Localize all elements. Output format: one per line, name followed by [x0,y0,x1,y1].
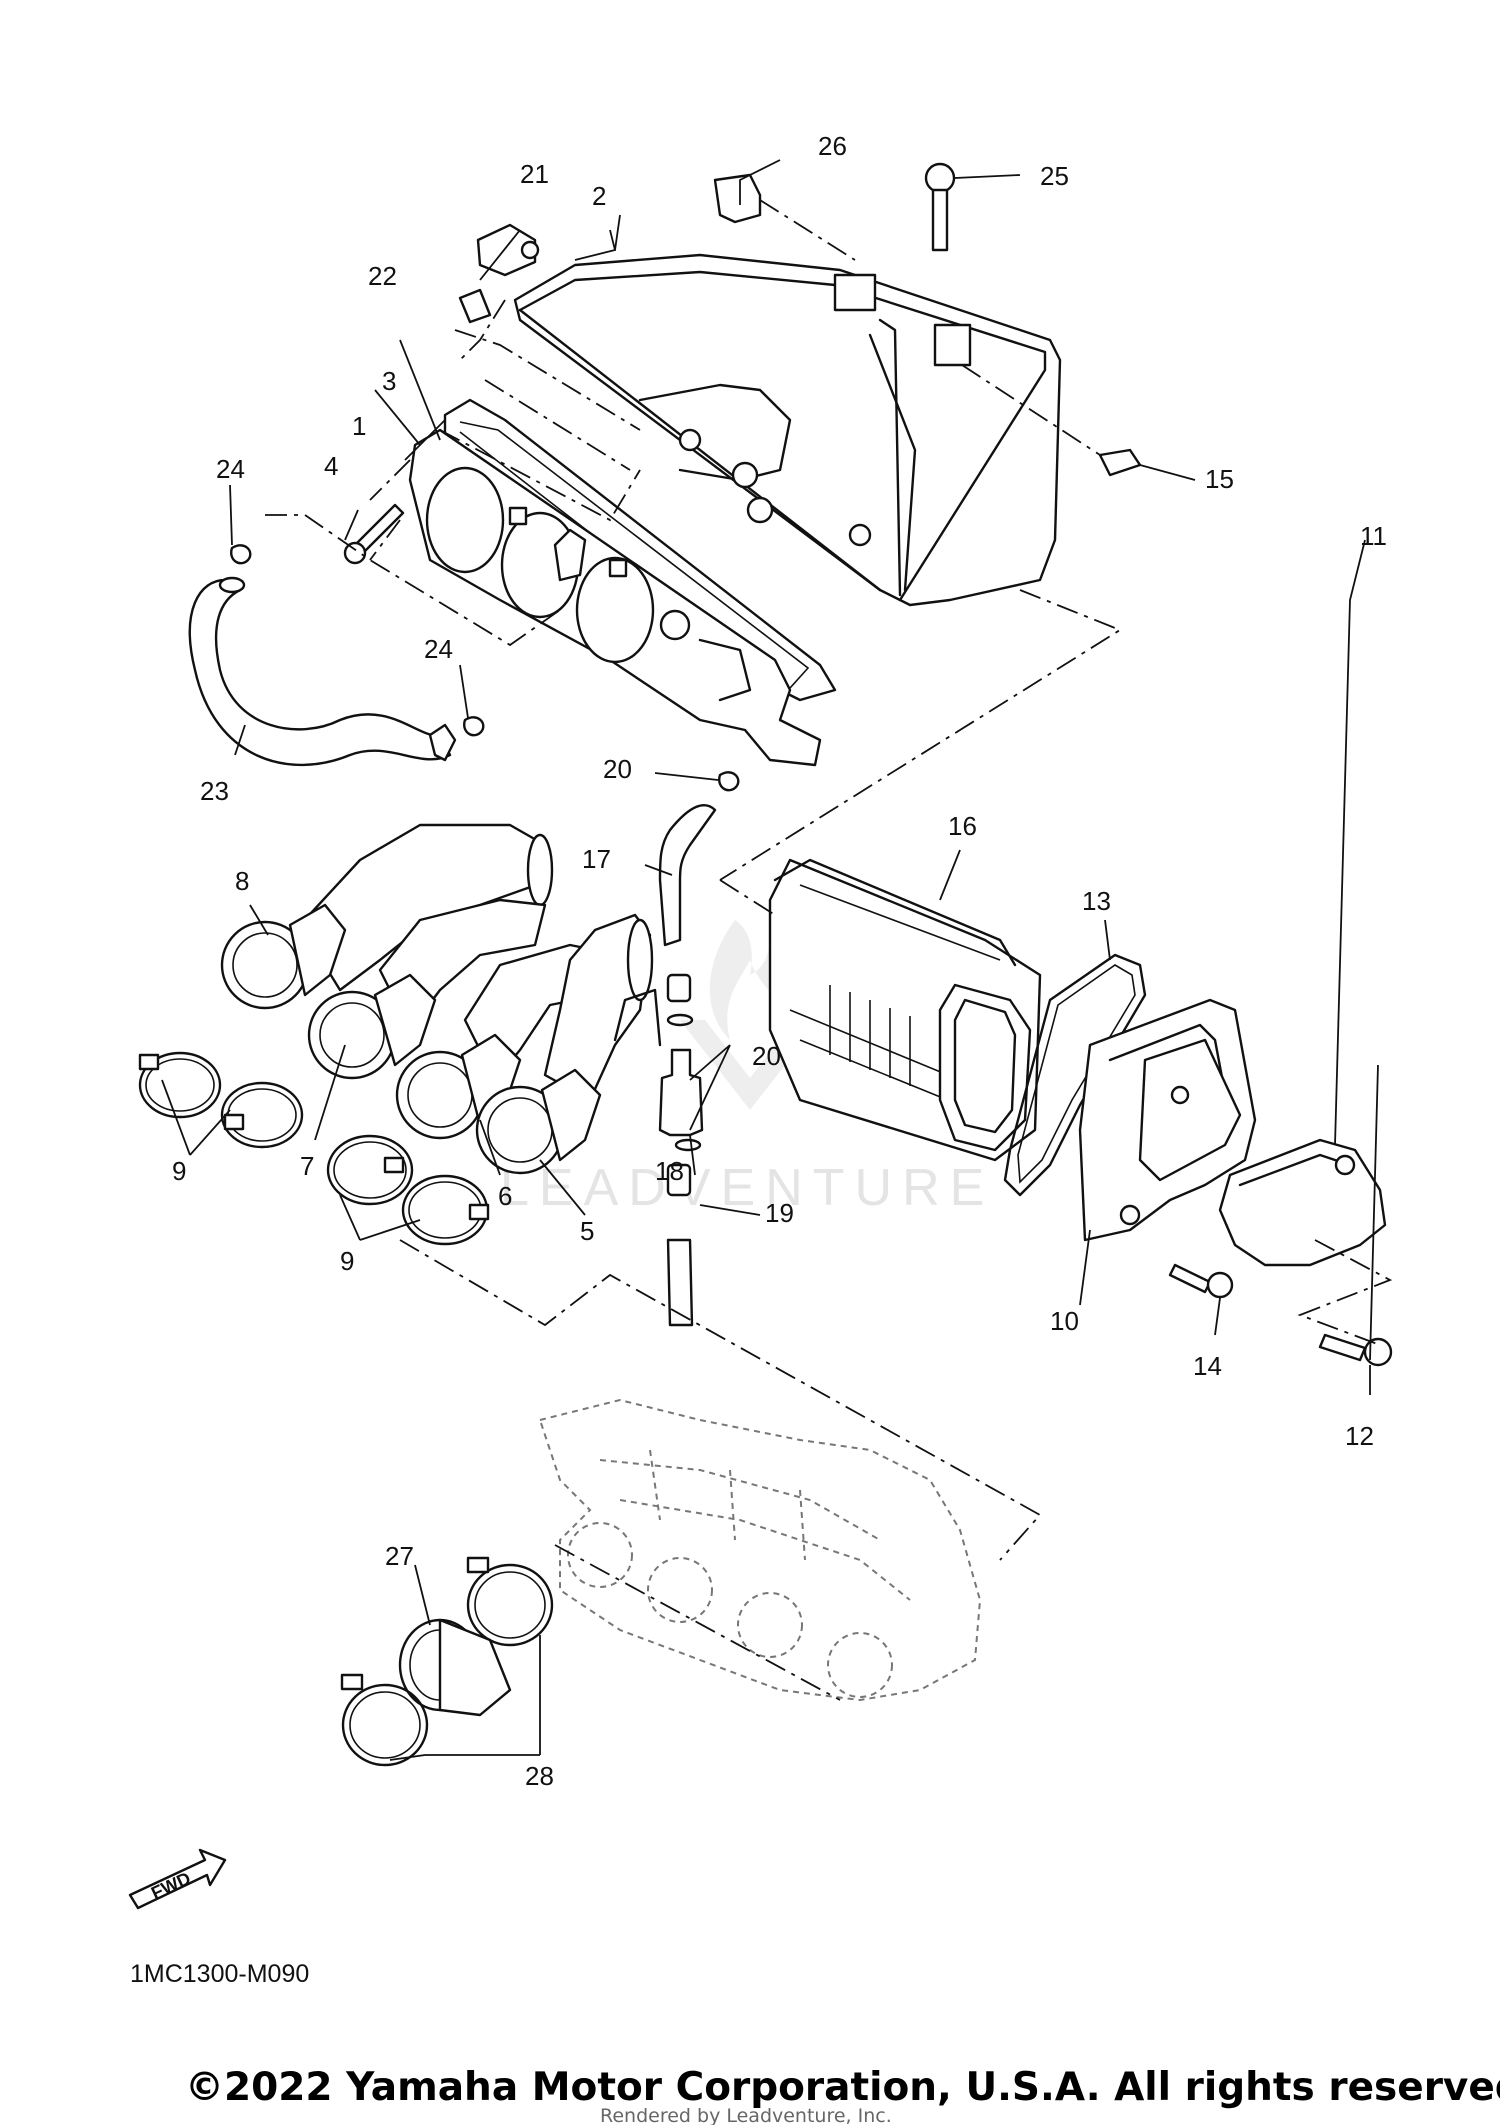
diagram-code: 1MC1300-M090 [130,1960,309,1988]
label-part-27: 27 [385,1541,414,1571]
copyright-notice: ©2022 Yamaha Motor Corporation, U.S.A. A… [185,2065,1500,2110]
label-part-20-b: 20 [752,1041,781,1071]
label-part-18: 18 [655,1156,684,1186]
bolt-part-25 [924,162,956,252]
plate-opening-left [425,466,505,574]
hose-part-19 [666,1238,694,1327]
label-part-21: 21 [520,159,549,189]
clip-part-22 [458,288,492,324]
label-part-23: 23 [200,776,229,806]
gasket-part-13-inner [1017,964,1136,1184]
clip-part-24-b [463,716,485,737]
joint-part-21 [476,223,540,277]
label-part-22: 22 [368,261,397,291]
label-part-2: 2 [592,181,606,211]
label-part-5: 5 [580,1216,594,1246]
label-part-11: 11 [1360,521,1387,551]
label-part-8: 8 [235,866,249,896]
cover-part-10 [1078,998,1257,1242]
holder-part-26 [713,173,762,224]
air-box-boss-upper [833,273,877,312]
assembly-lines [265,199,1393,1701]
fwd-arrow-icon: FWD [128,1848,227,1910]
label-part-25: 25 [1040,161,1069,191]
label-part-15: 15 [1205,464,1234,494]
rendered-by-note: Rendered by Leadventure, Inc. [600,2105,892,2125]
label-part-14: 14 [1193,1351,1222,1381]
engine-reference-ghost [538,1398,982,1702]
breather-joint-part-18 [658,1048,704,1137]
hose-part-23 [188,578,452,767]
label-part-9-b: 9 [340,1246,354,1276]
breather-hose-assembly [658,804,717,1327]
air-filter-element-part-16 [768,858,1042,1162]
label-part-1: 1 [352,411,366,441]
fwd-label: FWD [148,1868,194,1903]
label-part-19: 19 [765,1198,794,1228]
label-part-28: 28 [525,1761,554,1791]
label-part-26: 26 [818,131,847,161]
screw-part-12 [1318,1333,1393,1367]
damper-part-15 [1098,448,1142,477]
label-part-24-a: 24 [216,454,245,484]
label-part-13: 13 [1082,886,1111,916]
clip-part-20-a [718,771,740,792]
air-box-group [408,253,1062,767]
joint-part-27 [398,1618,512,1717]
watermark-text: LEADVENTURE [500,1159,994,1217]
plate-breather-fitting [553,528,587,582]
label-part-24-b: 24 [424,634,453,664]
hose-part-17 [658,804,717,947]
screw-part-4 [343,503,405,565]
label-part-6: 6 [498,1181,512,1211]
intake-runners-group [220,823,662,1175]
label-part-17: 17 [582,844,611,874]
leader-lines [161,159,1379,1761]
clip-part-24-a [230,544,252,565]
screw-part-14 [1168,1263,1234,1299]
air-box-tab-right [933,323,972,367]
plate-opening-right [575,556,655,664]
gasket-part-13 [1003,953,1147,1197]
label-part-7: 7 [300,1151,314,1181]
label-part-4: 4 [324,451,338,481]
label-part-9-a: 9 [172,1156,186,1186]
label-part-10: 10 [1050,1306,1079,1336]
hose-clamps-part-9 [138,1051,490,1246]
label-part-20-a: 20 [603,754,632,784]
clamps-part-28 [340,1556,554,1767]
label-part-16: 16 [948,811,977,841]
part-number-labels: 1 2 3 4 5 6 7 8 9 9 10 11 12 13 14 15 16… [172,131,1387,1791]
label-part-3: 3 [382,366,396,396]
label-part-12: 12 [1345,1421,1374,1451]
outer-cover-part-11 [1218,1138,1387,1267]
